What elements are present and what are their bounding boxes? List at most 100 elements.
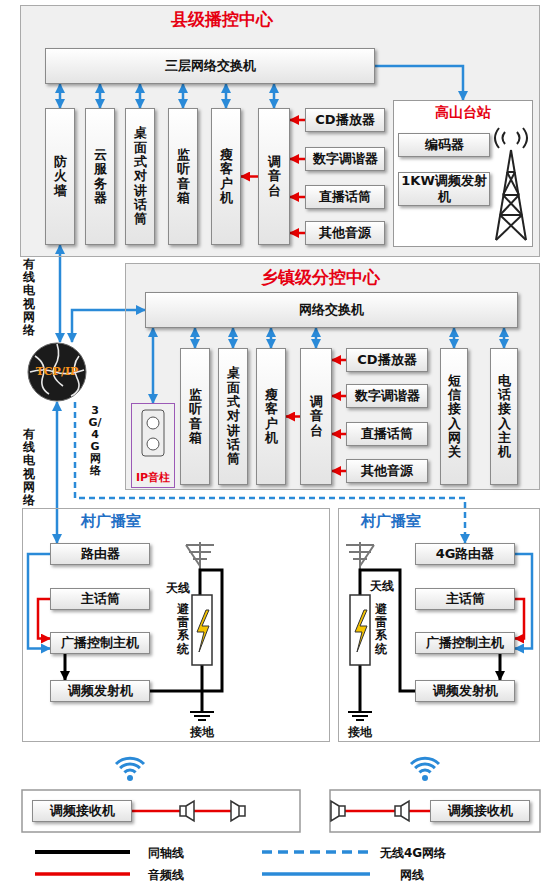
device-box-vertical: 调音台 xyxy=(300,348,332,485)
legend-sample xyxy=(262,850,370,854)
panel-ground xyxy=(330,790,540,832)
audio-cable xyxy=(332,359,346,362)
network-cable xyxy=(72,310,145,342)
device-box: 路由器 xyxy=(50,543,150,565)
box-label: 编码器 xyxy=(425,137,464,153)
speaker-icon xyxy=(331,801,345,821)
network-cable xyxy=(99,84,102,108)
radio-tower xyxy=(503,195,522,215)
radio-tower xyxy=(495,128,527,240)
legend-sample xyxy=(35,850,130,854)
globe-shape xyxy=(30,344,84,396)
radio-tower xyxy=(500,215,526,240)
network-cable xyxy=(232,328,235,348)
device-box-vertical: 调音台 xyxy=(258,108,290,245)
legend-sample xyxy=(262,872,370,876)
audio-cable xyxy=(332,470,346,473)
panel-ground xyxy=(22,790,300,832)
panel-ground xyxy=(20,5,540,257)
coax-wire xyxy=(202,665,360,712)
box-label: IP音柱 xyxy=(136,471,170,484)
box-label: 1KW调频发射机 xyxy=(399,173,489,204)
ground-symbol xyxy=(190,712,214,720)
ip-speaker-icon xyxy=(142,410,164,456)
device-box: 调频发射机 xyxy=(415,680,515,702)
group-panel: 路由器主话筒广播控制主机调频发射机村广播室 xyxy=(22,508,330,742)
box-label: 调音台 xyxy=(268,155,281,198)
panel-ground xyxy=(393,100,533,247)
device-box: 直播话筒 xyxy=(346,422,428,446)
ip-speaker-icon xyxy=(142,410,164,456)
panel-title: 村广播室 xyxy=(361,512,421,530)
group-panel: 网络交换机IP音柱监听音箱桌面式对讲话筒瘦客户机调音台CD播放器数字调谐器直播话… xyxy=(125,263,540,490)
device-box-vertical: 瘦客户机 xyxy=(211,108,241,245)
speaker-icon xyxy=(180,801,194,821)
lightning-rod xyxy=(350,595,370,665)
speaker-wire xyxy=(132,810,430,813)
device-box-vertical: 监听音箱 xyxy=(180,348,210,485)
ip-speaker-icon xyxy=(147,417,159,429)
speaker-icon xyxy=(180,801,194,821)
radio-tower xyxy=(496,215,522,240)
part-label: 接地 xyxy=(190,724,214,741)
network-cable xyxy=(273,84,276,108)
audio-cable xyxy=(332,433,346,436)
network-globe: TCP/IP xyxy=(27,342,87,402)
speaker-icon xyxy=(231,801,245,821)
device-box: 其他音源 xyxy=(305,221,385,245)
box-label: 4G路由器 xyxy=(436,546,495,562)
network-label: 避雷系统 xyxy=(374,603,388,656)
panel-title: 县级播控中心 xyxy=(171,9,273,29)
speaker-icon xyxy=(395,801,409,821)
group-panel: 4G路由器主话筒广播控制主机调频发射机村广播室 xyxy=(338,508,540,742)
device-box: 三层网络交换机 xyxy=(45,48,375,84)
device-box: 数字调谐器 xyxy=(346,384,428,408)
network-cable xyxy=(194,328,197,348)
network-cable xyxy=(182,84,185,108)
device-box-vertical: 桌面式对讲话筒 xyxy=(125,108,155,245)
coax-cable xyxy=(499,654,502,680)
network-cable xyxy=(152,328,155,403)
box-label: 广播控制主机 xyxy=(426,635,504,651)
audio-cable xyxy=(241,175,258,178)
coax-cable xyxy=(64,654,67,680)
lightning-rod xyxy=(192,595,370,665)
globe-shape xyxy=(28,343,86,401)
ground-symbol xyxy=(190,712,372,720)
box-label: 数字调谐器 xyxy=(355,388,420,404)
network-cable xyxy=(515,554,532,649)
network-cable xyxy=(139,84,142,108)
lightning-rod xyxy=(355,610,367,652)
wireless-icon xyxy=(422,775,428,781)
device-box-vertical: 桌面式对讲话筒 xyxy=(218,348,248,485)
antenna-icon xyxy=(186,542,374,570)
panel-ground xyxy=(20,5,540,832)
radio-tower xyxy=(495,128,527,148)
radio-tower xyxy=(503,172,515,195)
ip-speaker-box: IP音柱 xyxy=(131,403,175,488)
part-label: 天线 xyxy=(166,580,190,597)
device-box: 编码器 xyxy=(398,133,490,157)
speaker-icon xyxy=(231,801,245,821)
device-box-vertical: 监听音箱 xyxy=(168,108,198,245)
box-label: 直播话筒 xyxy=(319,189,371,205)
ip-speaker-icon xyxy=(147,438,159,450)
device-box: 数字调谐器 xyxy=(305,147,385,171)
audio-cable xyxy=(515,599,524,639)
wireless-icon xyxy=(116,758,144,772)
device-box: 直播话筒 xyxy=(305,185,385,209)
box-label: 调频接收机 xyxy=(448,803,513,819)
audio-cable xyxy=(286,415,300,418)
audio-cable xyxy=(290,158,305,161)
box-label: 调频发射机 xyxy=(433,683,498,699)
panel-title: 高山台站 xyxy=(394,104,532,121)
box-label: 桌面式对讲话筒 xyxy=(227,366,240,466)
device-box: 调频发射机 xyxy=(50,680,150,702)
network-cable xyxy=(56,402,59,543)
part-label: 接地 xyxy=(348,724,372,741)
box-label: 调音台 xyxy=(310,395,323,438)
box-label: 电话接入主机 xyxy=(498,374,511,460)
device-box: 4G路由器 xyxy=(415,543,515,565)
lightning-rod xyxy=(192,595,212,665)
audio-cable xyxy=(332,395,346,398)
